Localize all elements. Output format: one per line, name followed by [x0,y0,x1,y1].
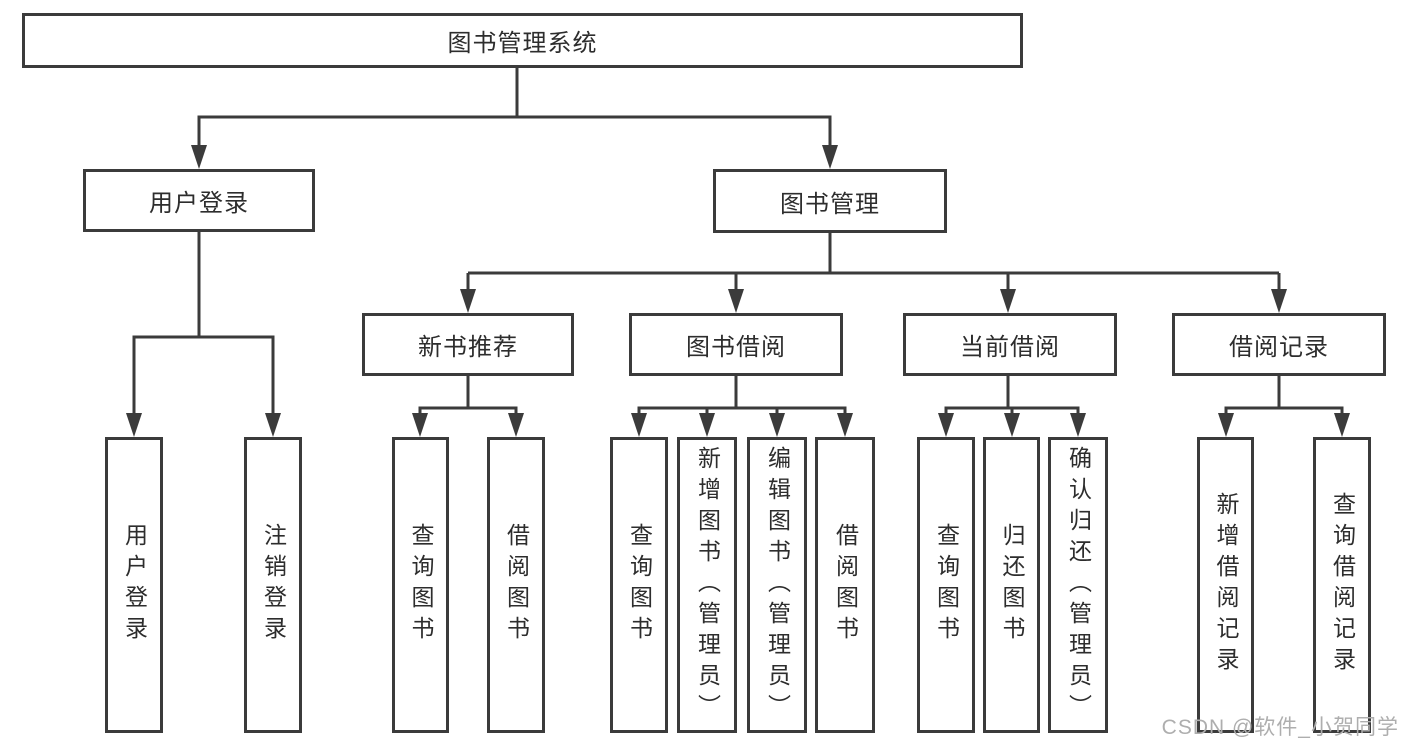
leaf-borrow-borrow-books-label: 借阅图书 [832,523,859,647]
leaf-current-query-books-label: 查询图书 [933,523,960,647]
node-book-management: 图书管理 [713,169,947,233]
node-root: 图书管理系统 [22,13,1023,68]
node-borrow-records-label: 借阅记录 [1229,334,1329,361]
leaf-newbook-query-books: 查询图书 [392,437,449,733]
node-book-borrow-label: 图书借阅 [686,334,786,361]
leaf-records-add-record-label: 新增借阅记录 [1213,492,1239,678]
leaf-newbook-borrow-books-label: 借阅图书 [503,523,530,647]
leaf-current-query-books: 查询图书 [917,437,975,733]
leaf-newbook-borrow-books: 借阅图书 [487,437,545,733]
leaf-current-return-books: 归还图书 [983,437,1040,733]
leaf-records-query-record: 查询借阅记录 [1313,437,1371,733]
node-root-label: 图书管理系统 [447,30,598,57]
node-user-login-label: 用户登录 [149,190,249,217]
leaf-current-return-books-label: 归还图书 [999,523,1025,647]
node-new-book-recommend-label: 新书推荐 [418,334,518,361]
csdn-watermark: CSDN @软件_小贺同学 [1161,716,1399,739]
node-book-borrow: 图书借阅 [629,313,843,376]
leaf-borrow-borrow-books: 借阅图书 [815,437,875,733]
leaf-user-login-label: 用户登录 [121,523,148,647]
leaf-borrow-edit-books-admin-label: 编辑图书（管理员） [764,445,791,725]
node-user-login: 用户登录 [83,169,315,232]
leaf-current-confirm-return-admin-label: 确认归还（管理员） [1065,445,1092,725]
node-current-borrow-label: 当前借阅 [960,334,1060,361]
leaf-borrow-edit-books-admin: 编辑图书（管理员） [747,437,807,733]
node-borrow-records: 借阅记录 [1172,313,1386,376]
leaf-borrow-query-books: 查询图书 [610,437,668,733]
leaf-logout-label: 注销登录 [260,523,287,647]
leaf-records-add-record: 新增借阅记录 [1197,437,1254,733]
node-current-borrow: 当前借阅 [903,313,1117,376]
node-new-book-recommend: 新书推荐 [362,313,574,376]
leaf-records-query-record-label: 查询借阅记录 [1329,492,1356,678]
leaf-newbook-query-books-label: 查询图书 [408,523,434,647]
leaf-borrow-add-books-admin-label: 新增图书（管理员） [694,445,721,725]
leaf-current-confirm-return-admin: 确认归还（管理员） [1048,437,1108,733]
leaf-logout: 注销登录 [244,437,302,733]
leaf-borrow-add-books-admin: 新增图书（管理员） [677,437,737,733]
leaf-borrow-query-books-label: 查询图书 [626,523,653,647]
leaf-user-login: 用户登录 [105,437,163,733]
node-book-management-label: 图书管理 [780,190,880,218]
